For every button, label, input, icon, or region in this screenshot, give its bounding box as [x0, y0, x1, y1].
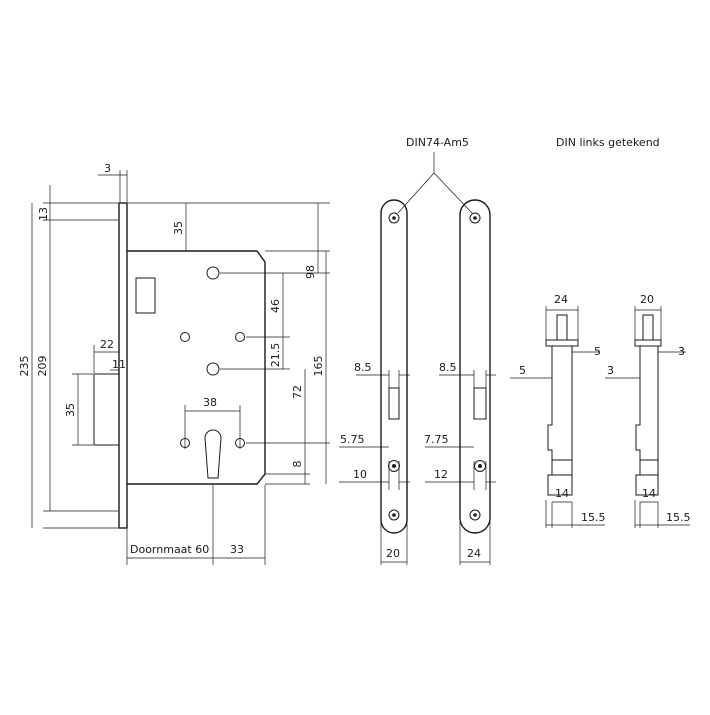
sp1-dim-24: 24 [554, 293, 568, 306]
faceplate-20-screw-top [388, 212, 400, 224]
extension-lines [43, 170, 330, 565]
screw-hole-top [206, 266, 220, 280]
f1-dim-20: 20 [386, 547, 400, 560]
sp2-dim-3-right: 3 [678, 345, 685, 358]
f1-dim-8-5: 8.5 [354, 361, 372, 374]
din-spec-callout: DIN74-Am5 [397, 136, 473, 214]
latch-window [135, 277, 156, 314]
sp1-flange [545, 339, 579, 347]
faceplate-24: 8.5 7.75 12 24 [424, 199, 496, 565]
dim-33: 33 [230, 543, 244, 556]
bolt [93, 373, 120, 446]
sp2-dim-20: 20 [640, 293, 654, 306]
case-body [127, 250, 266, 485]
sp2-flange [634, 339, 662, 347]
dim-3: 3 [104, 162, 111, 175]
sp1-stem [556, 314, 568, 341]
dim-165: 165 [312, 356, 325, 377]
din-spec-label: DIN74-Am5 [406, 136, 469, 149]
dim-72: 72 [291, 385, 304, 399]
sp1-dim-5-right: 5 [594, 345, 601, 358]
sp2-dim-14: 14 [642, 487, 656, 500]
dim-235: 235 [18, 356, 31, 377]
faceplate-24-screw-top [469, 212, 481, 224]
follower-hole [206, 362, 220, 376]
faceplate-20-screw-bottom [388, 509, 400, 521]
faceplate-20-outline [380, 199, 408, 534]
dim-21-5: 21.5 [269, 343, 282, 368]
dim-209: 209 [36, 356, 49, 377]
sp2-dim-3-left: 3 [607, 364, 614, 377]
screw-hole-right [235, 332, 245, 342]
sp2-dim-15-5: 15.5 [666, 511, 691, 524]
dim-22: 22 [100, 338, 114, 351]
dim-46: 46 [269, 299, 282, 313]
faceplate-24-bolt-hole [474, 460, 486, 472]
sp2-stem [642, 314, 654, 341]
main-dimension-labels: 3 13 235 209 35 98 46 21.5 72 165 8 22 1… [18, 162, 325, 556]
cylinder-hole [204, 429, 222, 479]
side-profile-24: 24 5 5 14 15.5 [510, 293, 606, 528]
f1-dim-5-75: 5.75 [340, 433, 365, 446]
f2-dim-8-5: 8.5 [439, 361, 457, 374]
dim-8: 8 [291, 461, 304, 468]
f2-dim-24: 24 [467, 547, 481, 560]
faceplate-24-latch-slot [473, 387, 487, 420]
f2-dim-12: 12 [434, 468, 448, 481]
screw-hole-left [180, 332, 190, 342]
doornmaat-label: Doornmaat 60 [130, 543, 209, 556]
dim-11: 11 [112, 358, 126, 371]
faceplate-24-screw-bottom [469, 509, 481, 521]
sp2-bolt [639, 459, 659, 476]
dimension-lines [31, 174, 327, 559]
faceplate-24-outline [459, 199, 491, 534]
f1-dim-10: 10 [353, 468, 367, 481]
din-links-label: DIN links getekend [556, 136, 660, 149]
sp1-dim-15-5: 15.5 [581, 511, 606, 524]
dim-98: 98 [304, 265, 317, 279]
sp1-bolt [551, 459, 573, 476]
dim-13: 13 [37, 207, 50, 221]
faceplate-20: 8.5 5.75 10 20 [339, 199, 410, 565]
side-profile-20: 20 3 3 14 15.5 [605, 293, 691, 528]
sp1-dim-14: 14 [555, 487, 569, 500]
dim-38: 38 [203, 396, 217, 409]
dim-35-bolt: 35 [64, 403, 77, 417]
dim-35-top: 35 [172, 221, 185, 235]
faceplate-20-bolt-hole [388, 460, 400, 472]
sp2-body [635, 346, 659, 496]
f2-dim-7-75: 7.75 [424, 433, 449, 446]
faceplate-20-latch-slot [388, 387, 400, 420]
sp1-dim-5-left: 5 [519, 364, 526, 377]
